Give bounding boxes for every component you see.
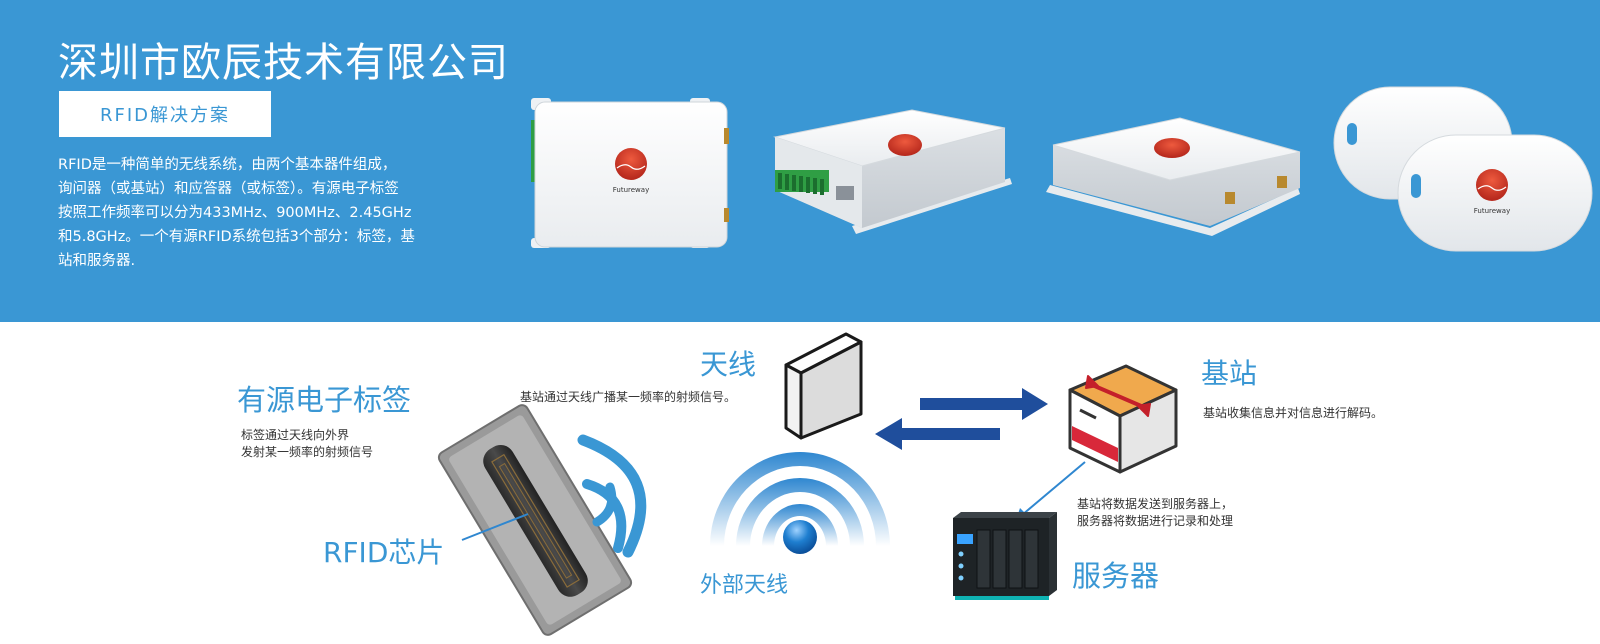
reader-angled-image — [773, 109, 1012, 234]
product-images: Futureway Futureway — [531, 86, 1593, 252]
server-description: 基站将数据发送到服务器上， 服务器将数据进行记录和处理 — [1077, 496, 1233, 530]
rfid-system-diagram — [437, 332, 1178, 636]
company-title: 深圳市欧辰技术有限公司 — [58, 40, 509, 86]
server-icon — [953, 512, 1057, 600]
intro-line: 和5.8GHz。一个有源RFID系统包括3个部分：标签，基 — [58, 229, 415, 245]
exchange-arrows — [875, 388, 1048, 450]
reader-front-image: Futureway — [531, 98, 729, 248]
arrow-left-icon — [875, 418, 1000, 450]
external-antenna-waves — [710, 452, 890, 554]
rfid-solution-button[interactable]: RFID解决方案 — [59, 91, 271, 137]
chip-pointer-line — [461, 513, 529, 541]
intro-line: 按照工作频率可以分为433MHz、900MHz、2.45GHz — [58, 205, 412, 221]
active-tag-card-illustration — [437, 404, 633, 636]
intro-line: 询问器（或基站）和应答器（或标签）。有源电子标签 — [58, 181, 399, 197]
arrow-right-icon — [920, 388, 1048, 420]
server-title: 服务器 — [1072, 559, 1160, 593]
server-description-line: 基站将数据发送到服务器上， — [1077, 497, 1234, 511]
active-tag-images: Futureway — [1333, 86, 1593, 252]
active-tag-title: 有源电子标签 — [237, 383, 412, 417]
base-station-description: 基站收集信息并对信息进行解码。 — [1203, 406, 1384, 420]
tag-signal-waves — [577, 434, 647, 558]
antenna-title: 天线 — [700, 348, 757, 381]
tag-logo-text: Futureway — [1474, 207, 1510, 215]
base-station-box-icon — [1068, 364, 1178, 474]
brand-logo-text: Futureway — [613, 186, 649, 194]
antenna-description: 基站通过天线广播某一频率的射频信号。 — [520, 390, 737, 404]
intro-text: RFID是一种简单的无线系统，由两个基本器件组成， 询问器（或基站）和应答器（或… — [58, 153, 478, 273]
futureway-logo-icon — [615, 148, 647, 180]
active-tag-description-line: 标签通过天线向外界 — [241, 428, 350, 442]
data-flow-line — [1021, 461, 1086, 516]
active-tag-description-line: 发射某一频率的射频信号 — [241, 445, 374, 459]
external-antenna-label: 外部天线 — [700, 573, 789, 598]
reader-wide-image — [1046, 117, 1301, 236]
antenna-ball-icon — [783, 520, 817, 554]
rfid-chip-label: RFID芯片 — [323, 536, 445, 569]
intro-line: 站和服务器. — [58, 253, 136, 269]
active-tag-description: 标签通过天线向外界 发射某一频率的射频信号 — [241, 427, 373, 461]
base-station-title: 基站 — [1201, 357, 1258, 390]
antenna-box-icon — [784, 332, 863, 440]
intro-line: RFID是一种简单的无线系统，由两个基本器件组成， — [58, 157, 397, 173]
server-description-line: 服务器将数据进行记录和处理 — [1077, 514, 1234, 528]
